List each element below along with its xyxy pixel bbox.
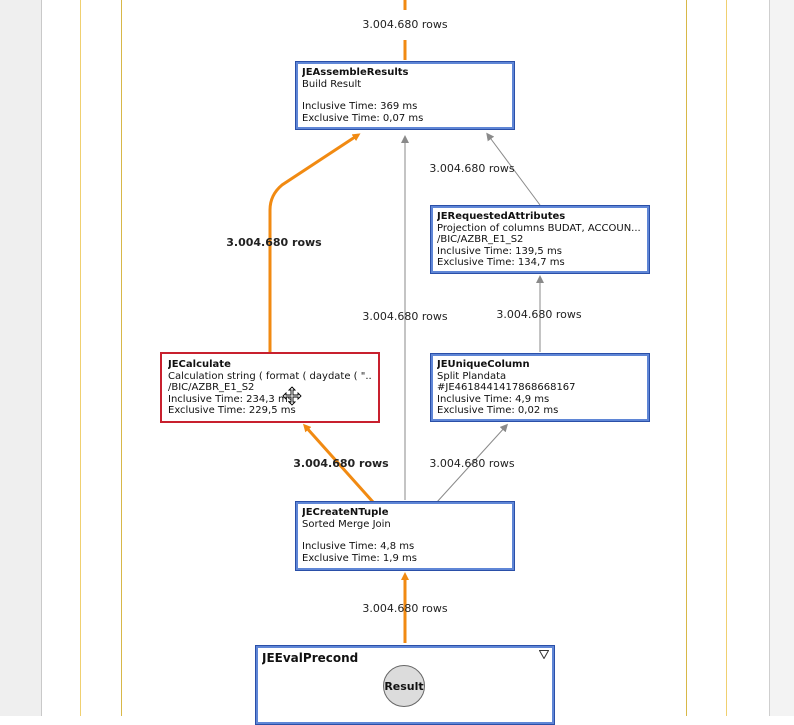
edge-label-unique-to-requested: 3.004.680 rows <box>496 308 582 321</box>
node-inclusive-time: Inclusive Time: 4,8 ms <box>302 541 415 552</box>
node-title: JEAssembleResults <box>302 67 409 78</box>
node-table: /BIC/AZBR_E1_S2 <box>168 382 255 393</box>
inner-frame-left <box>121 0 122 716</box>
edge-label-top-in: 3.004.680 rows <box>362 18 448 31</box>
node-inclusive-time: Inclusive Time: 369 ms <box>302 101 418 112</box>
node-title: JECalculate <box>168 359 231 370</box>
node-exclusive-time: Exclusive Time: 0,02 ms <box>437 405 559 416</box>
node-title: JECreateNTuple <box>302 507 389 518</box>
node-exclusive-time: Exclusive Time: 229,5 ms <box>168 405 296 416</box>
node-id: #JE4618441417868668167 <box>437 382 576 393</box>
edge-label-createntuple-to-assemble: 3.004.680 rows <box>362 310 448 323</box>
node-description: Sorted Merge Join <box>302 518 391 530</box>
left-gutter <box>0 0 42 716</box>
move-cursor-icon <box>282 386 302 406</box>
node-exclusive-time: Exclusive Time: 0,07 ms <box>302 112 424 124</box>
edge-createntuple-to-unique <box>436 423 509 503</box>
node-exclusive-time: Exclusive Time: 1,9 ms <box>302 552 417 564</box>
collapse-triangle-icon[interactable] <box>539 650 549 659</box>
node-inclusive-time: Inclusive Time: 234,3 ms <box>168 393 293 405</box>
node-inclusive-time: Inclusive Time: 139,5 ms <box>437 245 562 257</box>
outer-frame-right <box>726 0 727 716</box>
node-exclusive-time: Exclusive Time: 134,7 ms <box>437 257 565 268</box>
result-label: Result <box>384 679 424 693</box>
edge-label-createntuple-to-calculate: 3.004.680 rows <box>293 457 389 470</box>
node-inclusive-time: Inclusive Time: 4,9 ms <box>437 393 550 405</box>
edge-label-calculate-to-assemble: 3.004.680 rows <box>226 236 322 249</box>
edge-label-createntuple-to-unique: 3.004.680 rows <box>429 457 515 470</box>
node-jecalculate[interactable]: JECalculate Calculation string ( format … <box>160 352 380 423</box>
edge-createntuple-to-calculate <box>302 423 375 504</box>
edge-label-requested-to-assemble: 3.004.680 rows <box>429 162 515 175</box>
node-description: Split Plandata <box>437 370 507 382</box>
result-circle[interactable]: Result <box>383 665 425 707</box>
node-title: JERequestedAttributes <box>437 211 566 222</box>
node-description: Calculation string ( format ( daydate ( … <box>168 370 372 382</box>
node-jecreatentuple[interactable]: JECreateNTuple Sorted Merge Join Inclusi… <box>295 501 515 571</box>
node-jerequestedattributes[interactable]: JERequestedAttributes Projection of colu… <box>430 205 650 274</box>
edge-calculate-to-assemble <box>268 133 361 352</box>
node-table: /BIC/AZBR_E1_S2 <box>437 234 524 245</box>
outer-frame-left <box>80 0 81 716</box>
node-title: JEUniqueColumn <box>437 359 530 370</box>
node-title: JEEvalPrecond <box>262 651 359 665</box>
node-description: Build Result <box>302 78 362 90</box>
node-jeuniquecolumn[interactable]: JEUniqueColumn Split Plandata #JE4618441… <box>430 353 650 422</box>
inner-frame-right <box>686 0 687 716</box>
node-description: Projection of columns BUDAT, ACCOUN... <box>437 222 641 234</box>
edge-requested-to-assemble <box>486 132 541 206</box>
node-jeassembleresults[interactable]: JEAssembleResults Build Result Inclusive… <box>295 61 515 130</box>
vertical-scrollbar[interactable] <box>769 0 794 716</box>
edge-label-evalprecond-to-createntuple: 3.004.680 rows <box>362 602 448 615</box>
